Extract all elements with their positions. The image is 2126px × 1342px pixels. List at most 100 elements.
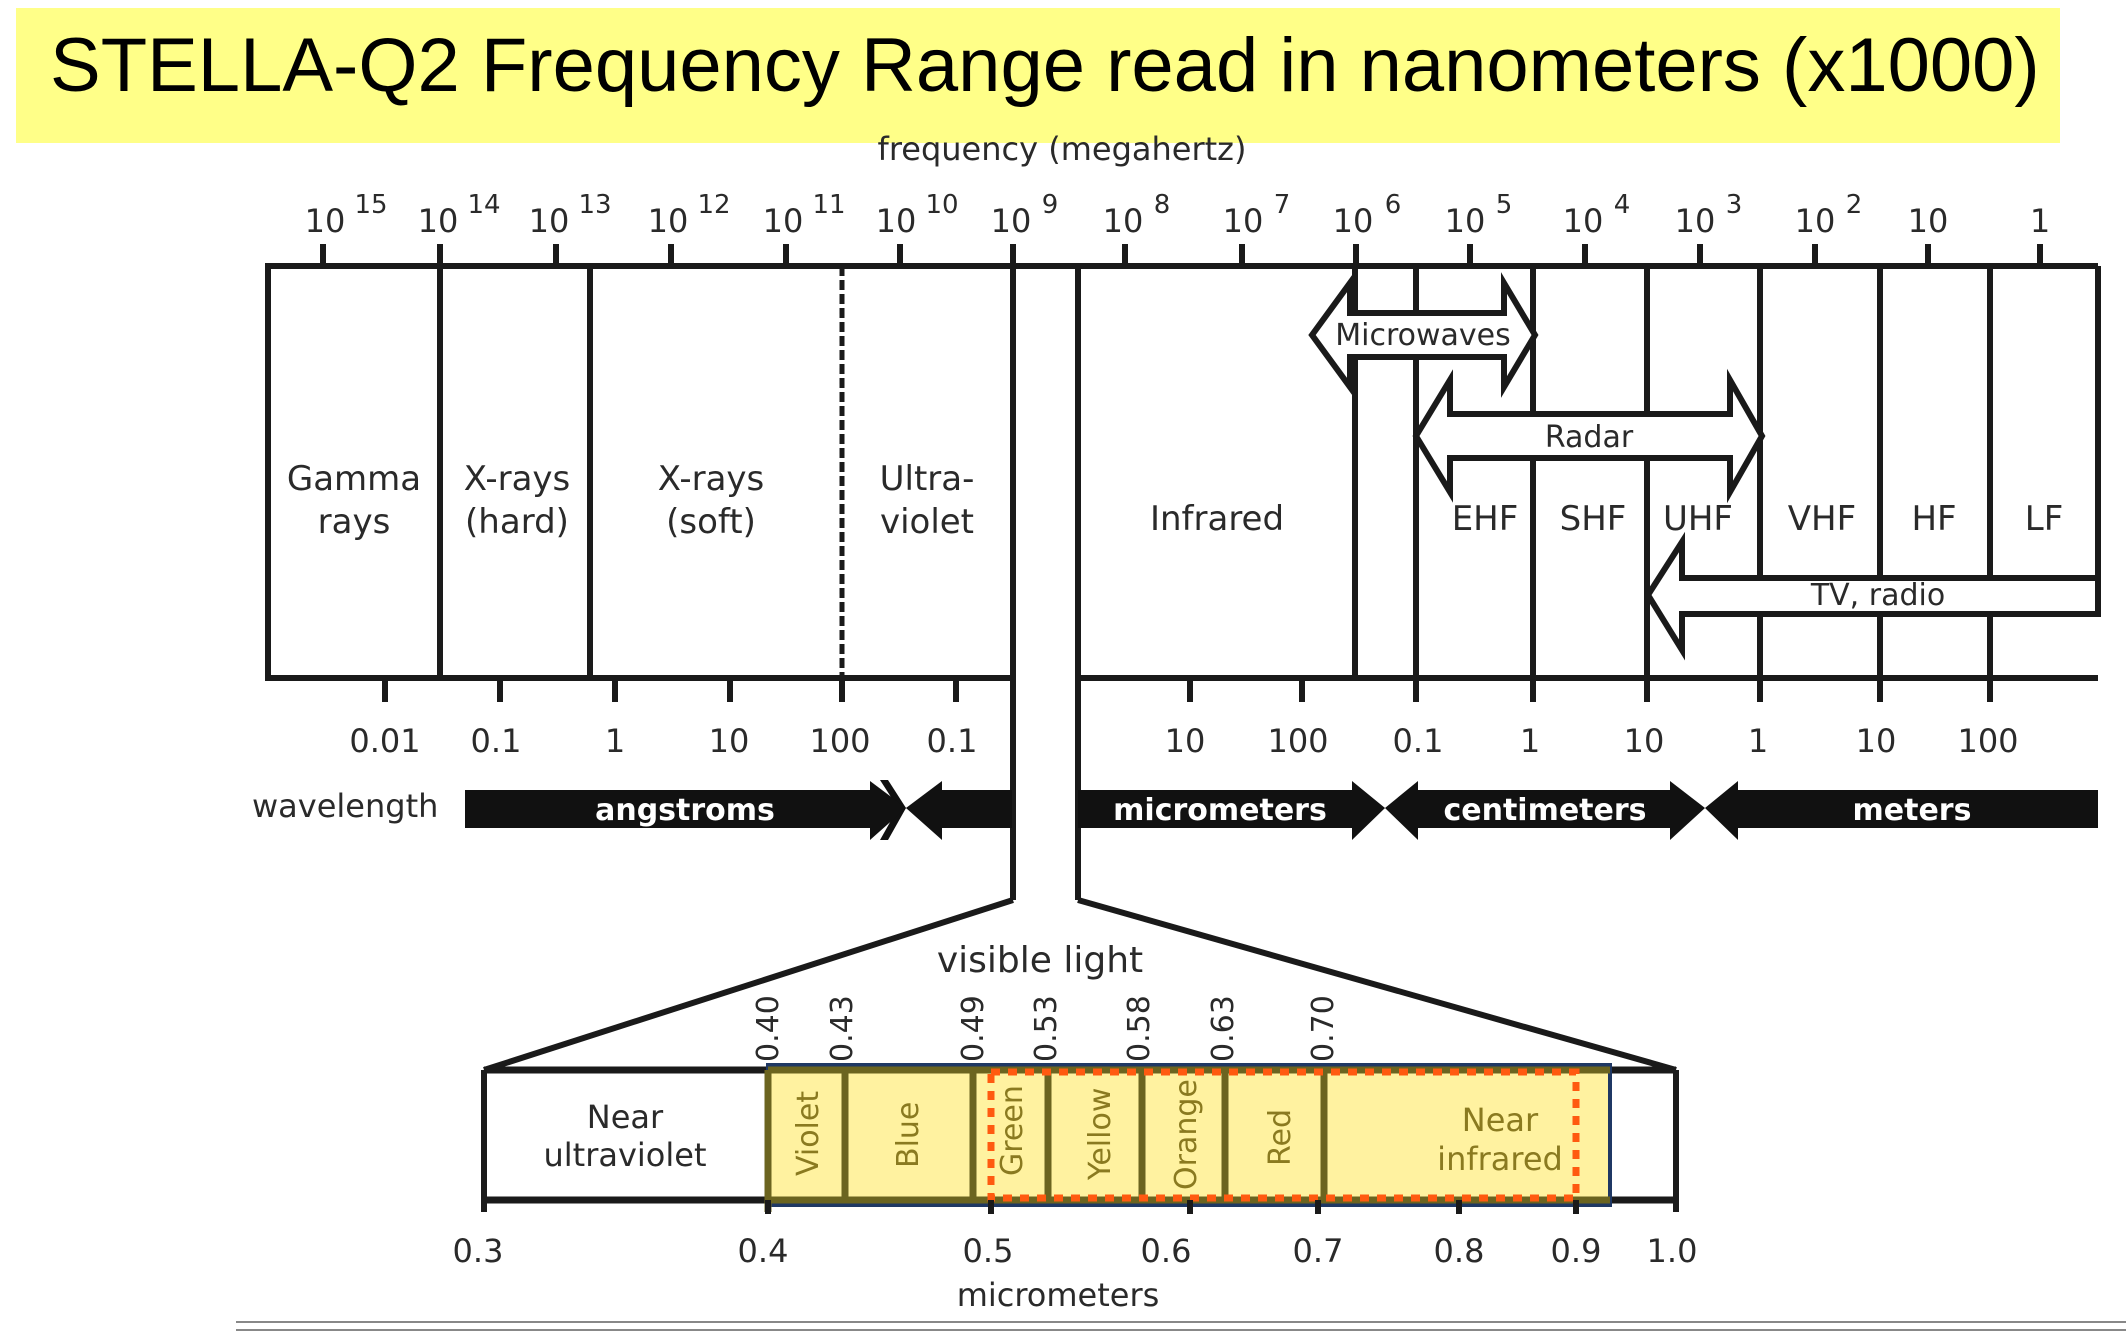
- freq-tick-exp: 4: [1614, 190, 1631, 220]
- freq-tick: 10: [648, 202, 689, 240]
- wave-tick: 10: [1165, 722, 1206, 760]
- freq-tick-exp: 11: [812, 190, 845, 220]
- freq-tick-exp: 15: [354, 190, 387, 220]
- color-blue: Blue: [891, 1102, 926, 1168]
- band-uv-line2: violet: [880, 502, 974, 542]
- microwaves-arrow: Microwaves: [1308, 272, 1539, 398]
- freq-tick-exp: 13: [578, 190, 611, 220]
- angstroms-bar: [465, 790, 906, 828]
- freq-tick-exp: 5: [1496, 190, 1513, 220]
- wave-tick: 100: [1957, 722, 2018, 760]
- freq-tick-exp: 12: [697, 190, 730, 220]
- freq-tick-exp: 14: [467, 190, 500, 220]
- scale-tick: 0.7: [1293, 1232, 1344, 1270]
- radar-label: Radar: [1545, 420, 1634, 455]
- freq-tick: 10: [1563, 202, 1604, 240]
- title-banner: [16, 8, 2060, 143]
- freq-tick: 10: [1223, 202, 1264, 240]
- angstroms-label: angstroms: [595, 793, 775, 828]
- freq-tick: 10: [529, 202, 570, 240]
- boundary-label: 0.53: [1029, 995, 1064, 1062]
- band-gamma-line1: Gamma: [287, 459, 421, 499]
- wavelength-unit-bars: wavelength angstroms micrometers centime…: [252, 780, 2098, 840]
- scale-tick: 0.5: [963, 1232, 1014, 1270]
- freq-tick-exp: 7: [1274, 190, 1291, 220]
- centimeters-label: centimeters: [1443, 793, 1646, 828]
- freq-tick-exp: 2: [1846, 190, 1863, 220]
- band-vhf: VHF: [1788, 499, 1856, 539]
- visible-box: [481, 1063, 1679, 1214]
- visible-light-label: visible light: [937, 940, 1143, 981]
- wavelength-label: wavelength: [252, 787, 438, 825]
- near-ir-line2: infrared: [1437, 1140, 1563, 1178]
- band-xray-soft-line2: (soft): [666, 502, 756, 542]
- meters-bar: [1738, 790, 2098, 828]
- scale-tick: 1.0: [1647, 1232, 1698, 1270]
- footer-rule: [236, 1321, 2126, 1331]
- color-green: Green: [995, 1085, 1030, 1176]
- radar-arrow: Radar: [1412, 368, 1766, 504]
- wave-tick: 1: [1520, 722, 1540, 760]
- dashed-selection-box: [987, 1068, 1580, 1202]
- freq-tick: 10: [1795, 202, 1836, 240]
- band-uv-line1: Ultra-: [880, 459, 975, 499]
- frequency-ticks: 10 15 10 14 10 13 10 12 10 11 10 10 10 9…: [305, 190, 2051, 240]
- visible-boundaries: 0.40 0.43 0.49 0.53 0.58 0.63 0.70: [751, 995, 1341, 1062]
- wave-tick: 0.01: [349, 722, 420, 760]
- page-title: STELLA-Q2 Frequency Range read in nanome…: [50, 23, 2040, 108]
- band-xray-hard-line1: X-rays: [464, 459, 571, 499]
- band-ehf: EHF: [1452, 499, 1519, 539]
- centimeters-bar: [1418, 790, 1670, 828]
- freq-tick: 10: [1103, 202, 1144, 240]
- boundary-label: 0.49: [956, 995, 991, 1062]
- scale-tick: 0.8: [1434, 1232, 1485, 1270]
- boundary-label: 0.40: [751, 995, 786, 1062]
- wave-tick: 100: [1267, 722, 1328, 760]
- near-ir-line1: Near: [1462, 1101, 1539, 1139]
- frequency-axis-label: frequency (megahertz): [878, 130, 1247, 168]
- scale-tick: 0.9: [1551, 1232, 1602, 1270]
- frequency-tick-marks: [320, 244, 2043, 266]
- visible-band-labels: Near ultraviolet Violet Blue Green Yello…: [543, 1079, 1562, 1190]
- color-red: Red: [1263, 1109, 1298, 1166]
- wave-tick: 10: [709, 722, 750, 760]
- freq-tick-exp: 6: [1385, 190, 1402, 220]
- wave-tick: 0.1: [927, 722, 978, 760]
- freq-tick: 10: [305, 202, 346, 240]
- scale-tick: 0.3: [453, 1232, 504, 1270]
- visible-unit-label: micrometers: [957, 1276, 1160, 1314]
- freq-tick-exp: 3: [1726, 190, 1743, 220]
- visible-scale: 0.3 0.4 0.5 0.6 0.7 0.8 0.9 1.0 micromet…: [453, 1232, 1698, 1314]
- wavelength-ticks: 0.01 0.1 1 10 100 0.1 10 100 0.1 1 10 1 …: [349, 722, 2018, 760]
- color-orange: Orange: [1169, 1079, 1204, 1190]
- freq-tick: 10: [763, 202, 804, 240]
- color-violet: Violet: [791, 1091, 826, 1176]
- freq-tick-exp: 10: [925, 190, 958, 220]
- tv-radio-arrow: TV, radio: [1644, 531, 2101, 661]
- band-xray-soft-line1: X-rays: [658, 459, 765, 499]
- wave-tick: 0.1: [1393, 722, 1444, 760]
- band-uhf: UHF: [1663, 499, 1733, 539]
- band-box: [265, 263, 2101, 900]
- wave-tick: 100: [809, 722, 870, 760]
- color-yellow: Yellow: [1083, 1088, 1118, 1181]
- tv-radio-label: TV, radio: [1810, 578, 1945, 613]
- freq-tick: 10: [876, 202, 917, 240]
- wave-tick: 10: [1624, 722, 1665, 760]
- freq-tick-exp: 8: [1154, 190, 1171, 220]
- boundary-label: 0.43: [825, 995, 860, 1062]
- near-uv-line1: Near: [587, 1098, 664, 1136]
- wavelength-tick-marks: [382, 678, 1993, 702]
- band-lf: LF: [2025, 499, 2064, 539]
- scale-tick: 0.6: [1141, 1232, 1192, 1270]
- wave-tick: 10: [1856, 722, 1897, 760]
- freq-tick: 10: [1908, 202, 1949, 240]
- wave-tick: 1: [1748, 722, 1768, 760]
- wave-tick: 1: [605, 722, 625, 760]
- near-uv-line2: ultraviolet: [543, 1136, 706, 1174]
- micrometers-label: micrometers: [1113, 793, 1327, 828]
- micrometers-bar: [1078, 790, 1385, 828]
- microwaves-label: Microwaves: [1335, 318, 1511, 353]
- band-infrared: Infrared: [1150, 499, 1284, 539]
